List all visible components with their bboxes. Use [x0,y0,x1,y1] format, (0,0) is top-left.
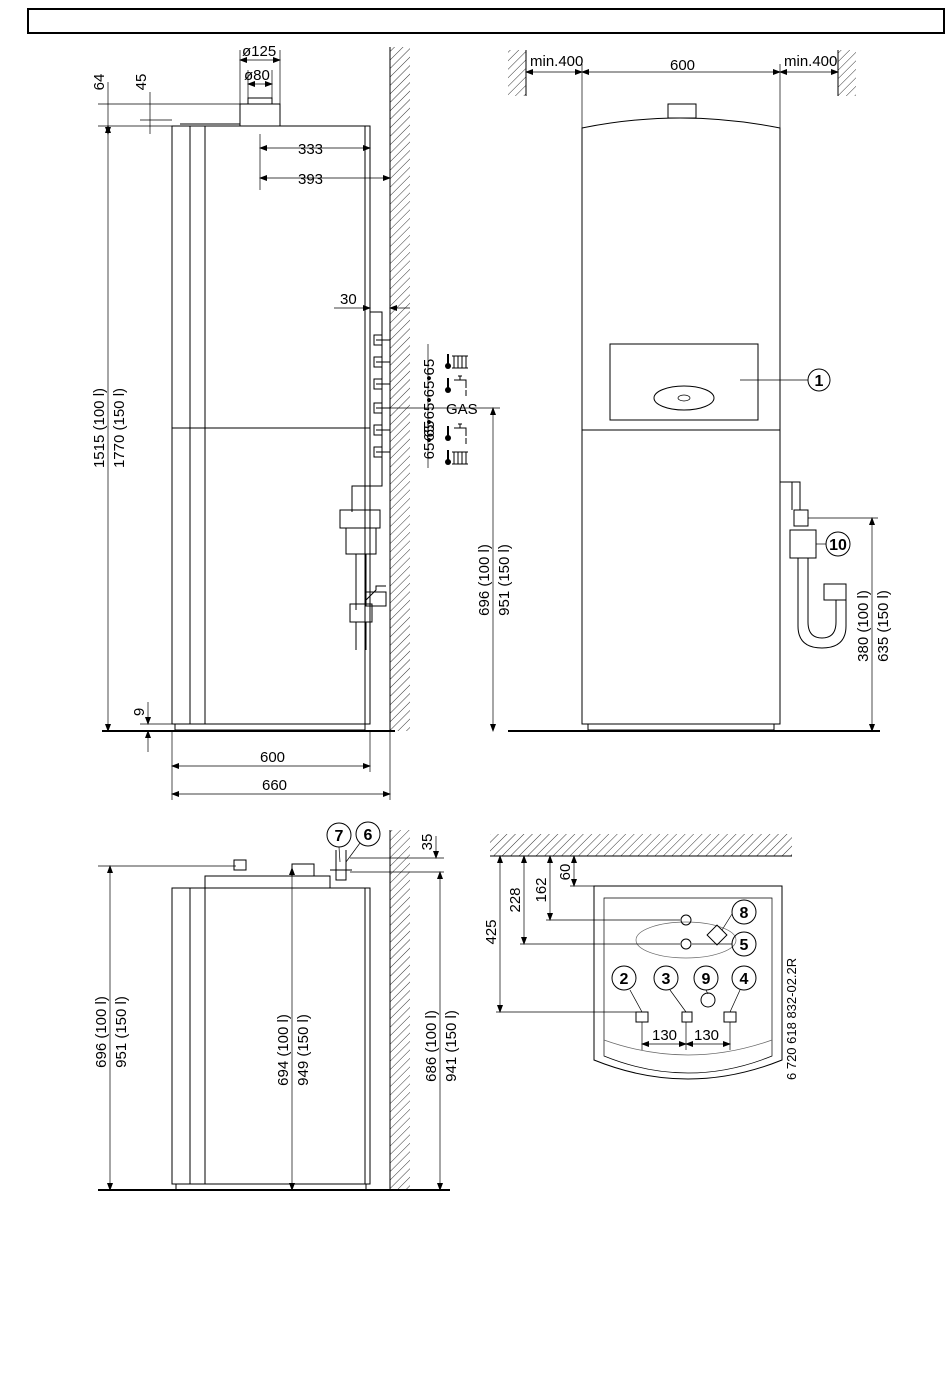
tap-hot-water-icon [445,376,466,396]
dim-wall-100: 686 (100 l) [423,1010,440,1082]
dim-393: 393 [298,171,323,188]
wall-hatch [390,47,410,731]
lower-side-view: 35 696 (100 l) 951 (150 l) 694 (100 l) 9… [93,830,460,1190]
plan-dim-162: 162 [533,877,550,902]
radiator-thermometer-icon [445,354,468,369]
plan-dim-228: 228 [507,887,524,912]
flue-top-front [668,104,696,118]
dim-low-100: 696 (100 l) [93,996,110,1068]
svg-text:8: 8 [740,905,749,922]
dim-low-150: 951 (150 l) [113,996,130,1068]
front-drain [780,482,846,648]
svg-text:1: 1 [815,373,824,390]
callout-9: 9 [694,966,718,990]
flue-outer-dim: ø125 [242,43,276,60]
gas-label: GAS [446,401,478,418]
svg-text:10: 10 [829,537,847,554]
dim-height-100: 1515 (100 l) [91,388,108,468]
svg-text:4: 4 [740,971,749,988]
side-view: 65•65•65•65 GAS 65•65 ø125 ø80 64 45 333… [91,43,513,800]
dim-gas-150: 951 (150 l) [496,544,513,616]
dim-45: 45 [133,74,150,91]
callout-8: 8 [732,900,756,924]
tap-cold-water-icon [445,424,466,444]
dim-333: 333 [298,141,323,158]
control-panel [610,344,758,420]
dim-660: 660 [262,777,287,794]
flue-inner [248,98,272,104]
clear-left: min.400 [530,53,583,70]
dim-600-side: 600 [260,749,285,766]
plan-connections [636,915,736,1022]
callout-4: 4 [732,966,756,990]
clear-right: min.400 [784,53,837,70]
dim-35: 35 [419,834,436,851]
svg-text:3: 3 [662,971,671,988]
callout-7: 7 [327,823,351,847]
dim-height-150: 1770 (150 l) [111,388,128,468]
plan-view: 425 228 162 60 130 130 6 720 618 832-02.… [483,834,799,1080]
svg-text:5: 5 [740,937,749,954]
callout-5: 5 [732,932,756,956]
dim-9: 9 [131,708,148,716]
plan-dim-60: 60 [557,864,574,881]
svg-text:7: 7 [335,828,344,845]
drawing-code: 6 720 618 832-02.2R [784,958,799,1080]
plan-dim-425: 425 [483,919,500,944]
plan-dim-130a: 130 [652,1027,677,1044]
callout-6: 6 [356,822,380,846]
dim-inner-100: 694 (100 l) [275,1014,292,1086]
dim-drain-100: 380 (100 l) [855,590,872,662]
callout-1: 1 [808,369,830,391]
callout-10: 10 [826,532,850,556]
dim-gas-100: 696 (100 l) [476,544,493,616]
dim-drain-150: 635 (150 l) [875,590,892,662]
drain-siphon [340,470,386,650]
svg-text:9: 9 [702,971,711,988]
dim-64: 64 [91,74,108,91]
callout-2: 2 [612,966,636,990]
flue-outer [240,104,280,126]
pipe-spacing-lower: 65•65 [421,421,438,460]
dim-wall-150: 941 (150 l) [443,1010,460,1082]
dim-30: 30 [340,291,357,308]
callout-3: 3 [654,966,678,990]
radiator-return-icon [445,450,468,465]
front-width: 600 [670,57,695,74]
plan-dim-130b: 130 [694,1027,719,1044]
dim-inner-150: 949 (150 l) [295,1014,312,1086]
svg-text:6: 6 [364,827,373,844]
display-knob [654,386,714,410]
front-view: min.400 600 min.400 380 (100 l) 635 (150… [508,50,892,731]
svg-text:2: 2 [620,971,629,988]
